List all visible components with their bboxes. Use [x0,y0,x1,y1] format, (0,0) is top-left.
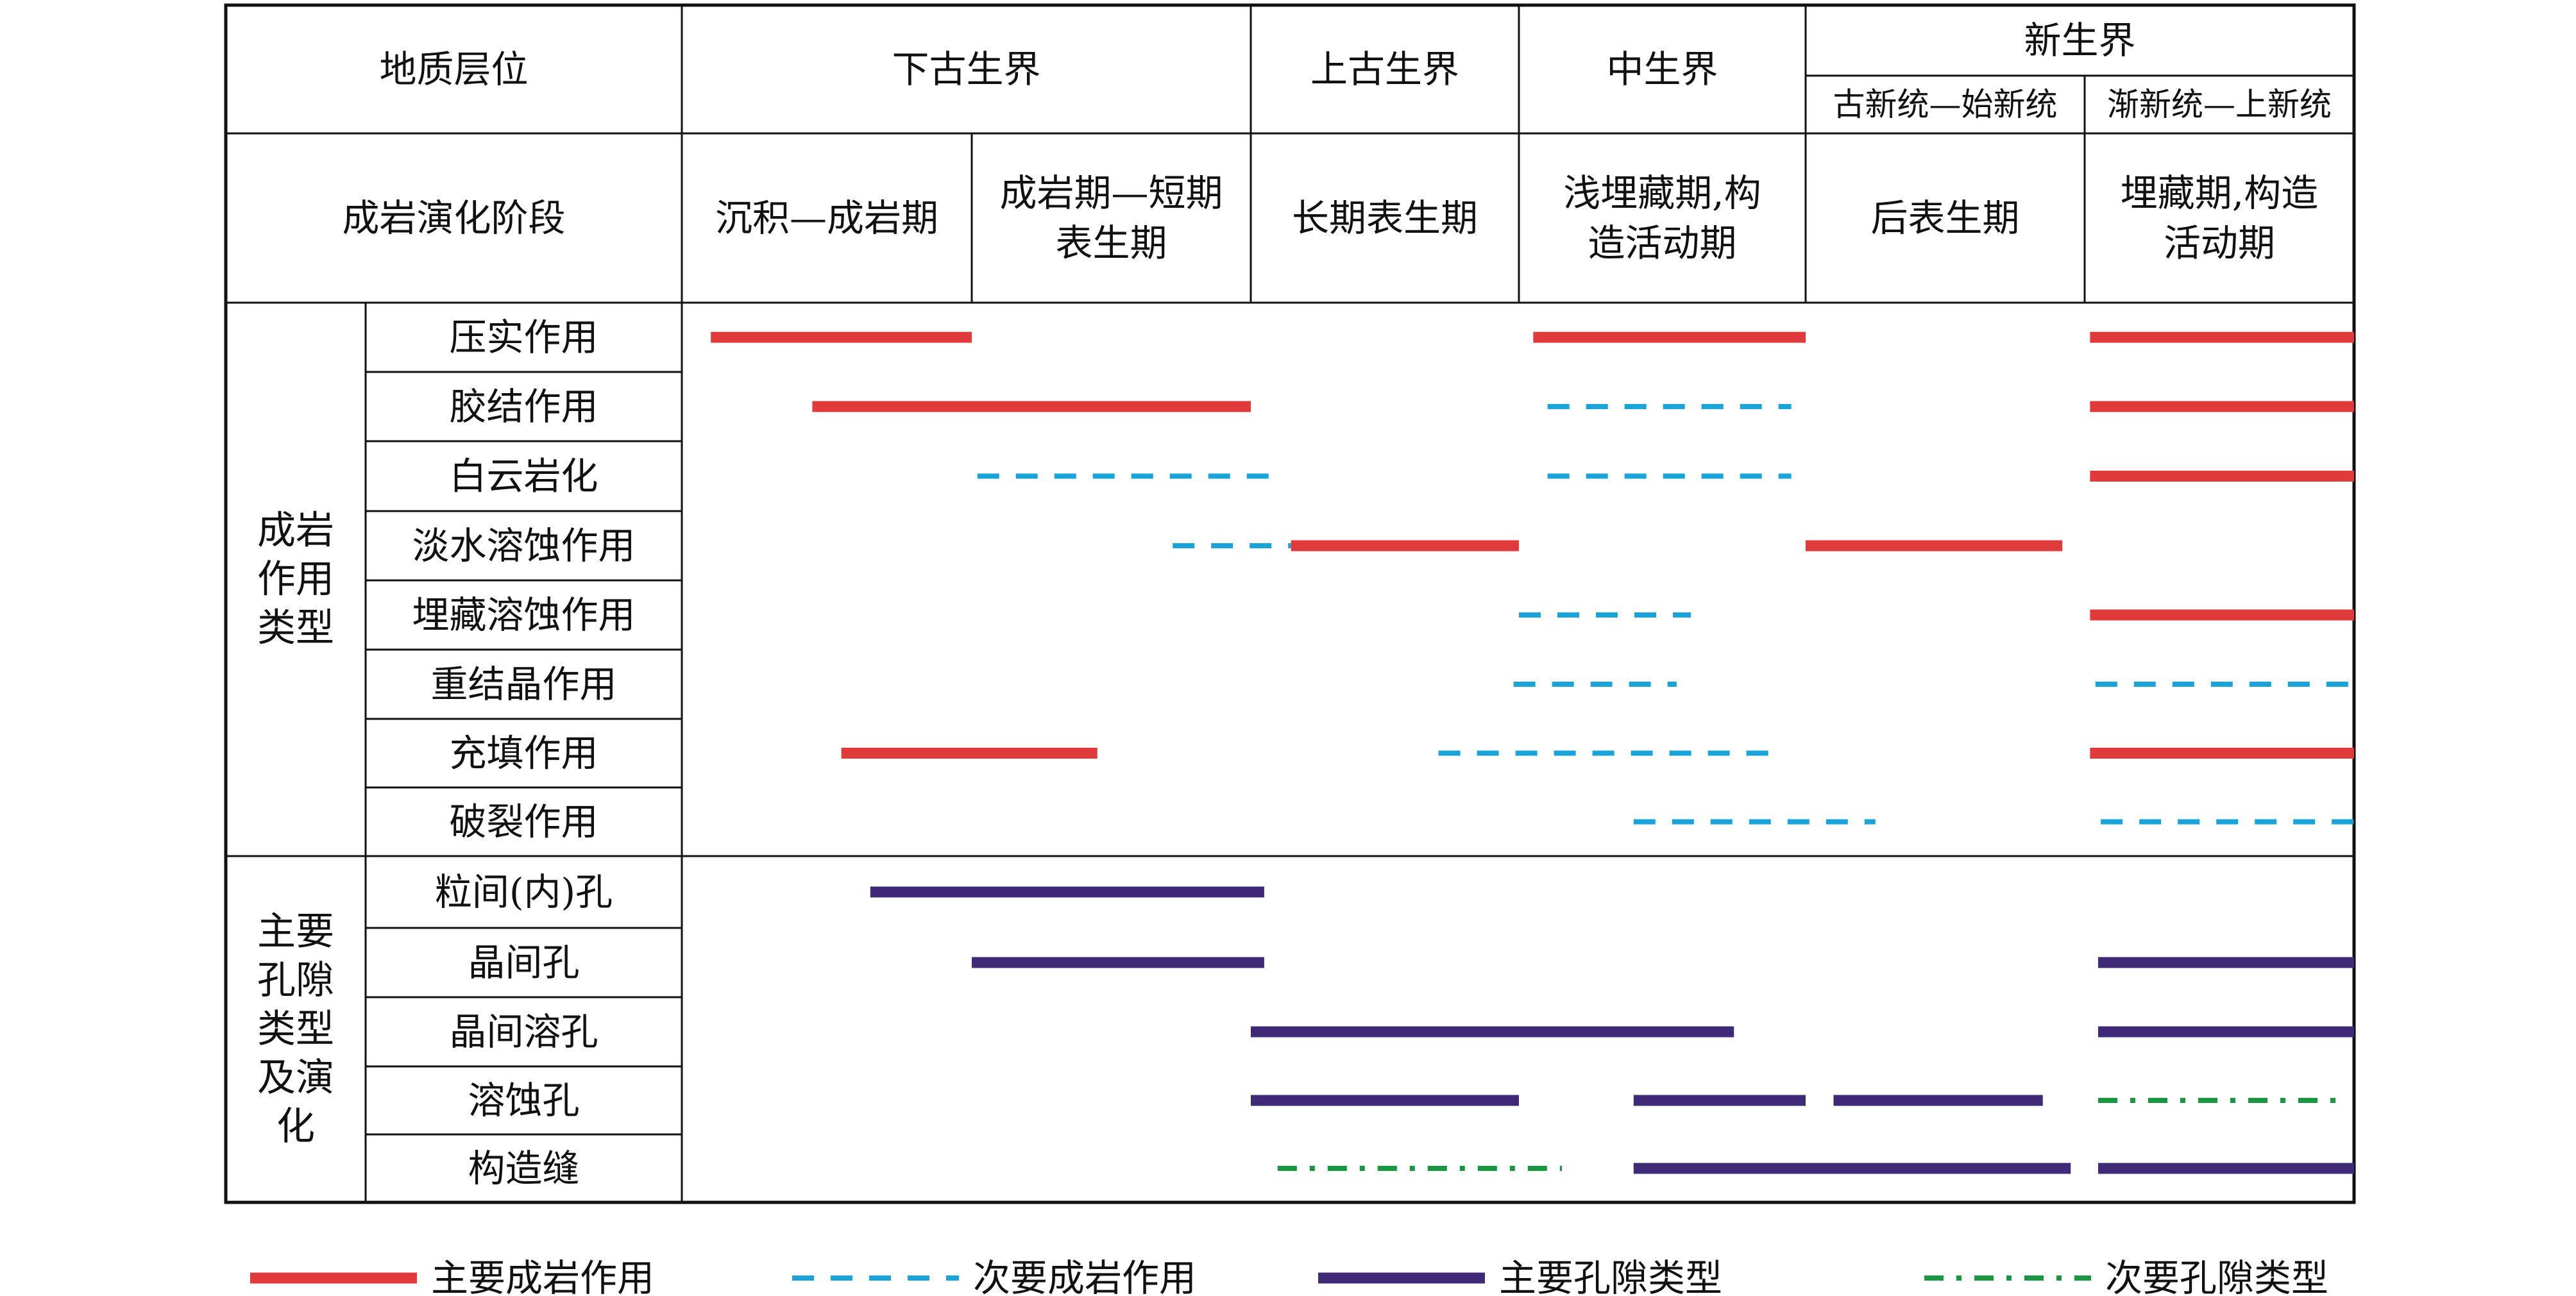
group-label: 类型 [257,606,334,651]
era-label: 下古生界 [892,47,1040,91]
row-label: 构造缝 [468,1147,579,1190]
era-sub-label: 古新统—始新统 [1833,86,2058,123]
row-label: 破裂作用 [449,800,598,844]
row-label: 淡水溶蚀作用 [412,524,635,568]
group-label: 成岩 [257,509,334,553]
row-label: 晶间溶孔 [449,1010,598,1054]
group-label: 主要 [257,909,334,954]
table-border [224,3,2356,1204]
era-sub-label: 渐新统—上新统 [2107,86,2332,123]
stage-label: 浅埋藏期,构 [1563,171,1761,215]
row-label: 埋藏溶蚀作用 [412,593,635,637]
row-label: 溶蚀孔 [468,1079,579,1122]
row-label: 充填作用 [449,732,598,775]
table-grid [224,3,2356,1204]
legend-label: 主要成岩作用 [431,1256,654,1296]
stage-label: 表生期 [1055,221,1167,265]
stage-label: 成岩期—短期 [999,171,1223,215]
stage-label: 沉积—成岩期 [715,196,938,240]
legend-label: 次要孔隙类型 [2105,1256,2328,1296]
group-label: 孔隙 [257,958,334,1003]
era-label: 新生界 [2024,19,2135,62]
row-label: 压实作用 [449,316,598,359]
row-label: 重结晶作用 [430,662,616,706]
group-label: 类型 [257,1007,334,1052]
group-label: 化 [276,1104,315,1149]
geo-label: 地质层位 [379,47,528,91]
stage-label: 活动期 [2164,221,2275,265]
stage-label: 成岩演化阶段 [342,196,565,240]
row-label: 胶结作用 [449,385,598,428]
stage-label: 长期表生期 [1292,196,1478,240]
evolution-bars [711,332,2354,1174]
stage-label: 埋藏期,构造 [2121,171,2318,215]
row-label: 白云岩化 [449,455,598,498]
legend-label: 次要成岩作用 [973,1256,1196,1296]
era-label: 中生界 [1606,47,1718,91]
group-label: 及演 [257,1056,334,1100]
legend-label: 主要孔隙类型 [1499,1256,1722,1296]
row-label: 粒间(内)孔 [435,870,613,914]
group-label: 作用 [257,557,334,602]
row-label: 晶间孔 [468,941,579,984]
era-label: 上古生界 [1310,47,1459,91]
stage-label: 后表生期 [1870,196,2019,240]
stage-label: 造活动期 [1588,221,1736,265]
